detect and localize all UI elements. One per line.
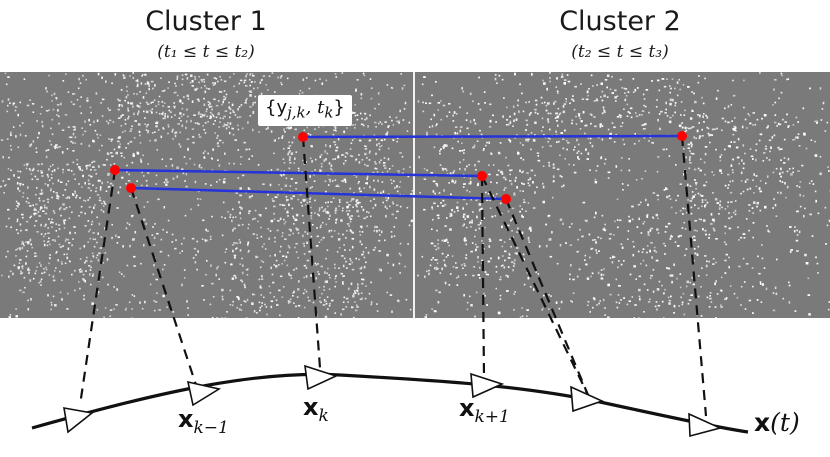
pose-label-main: x [178,405,194,433]
pose-triangle-6 [688,412,723,438]
projection-line-2 [129,187,198,386]
observation-brace-close: } [333,97,345,118]
observation-label: {yj,k, tk} [258,95,352,126]
cluster-2-title: Cluster 2 [559,6,681,37]
trajectory-label-main: x [754,408,771,437]
pose-label-sub: k [318,405,329,426]
match-line-2 [114,168,483,178]
projection-line-7 [680,135,708,417]
pose-label-k-minus-1: xk−1 [178,405,229,438]
pose-triangle-2 [186,380,222,407]
pose-label-main: x [303,393,319,421]
observation-mid: , t [305,97,325,118]
projection-line-6 [504,198,590,396]
trajectory-curve [31,372,749,434]
observation-sub: j,k [287,103,306,122]
projection-line-4 [480,175,486,378]
observation-brace-open: {y [265,97,288,118]
event-pixels-cluster-1 [0,72,414,318]
pose-label-k-plus-1: xk+1 [459,394,510,427]
cluster-1-range: (t₁ ≤ t ≤ t₂) [157,42,255,62]
trajectory-label: x(t) [754,408,800,437]
feature-point-3 [298,132,308,142]
feature-point-6 [677,131,687,141]
projection-line-3 [301,136,322,369]
match-line-1 [302,134,683,139]
feature-point-1 [110,165,120,175]
match-line-3 [130,186,507,201]
feature-point-5 [501,194,511,204]
pose-triangle-5 [570,385,605,413]
projection-line-5 [481,175,589,396]
projection-line-1 [78,169,117,406]
feature-point-4 [477,171,487,181]
pose-label-k: xk [303,393,329,426]
pose-triangle-1 [63,407,94,434]
feature-point-2 [126,183,136,193]
pose-triangle-4 [470,372,505,399]
cluster-1-title: Cluster 1 [145,6,267,37]
observation-sub2: k [324,103,334,122]
event-pixels-cluster-2 [417,72,830,318]
cluster-2-range: (t₂ ≤ t ≤ t₃) [571,42,669,62]
pose-label-sub: k+1 [474,406,510,427]
pose-label-sub: k−1 [193,417,229,438]
trajectory-label-rest: (t) [770,408,800,437]
event-image-cluster-2 [415,72,830,318]
pose-label-main: x [459,394,475,422]
pose-triangle-3 [304,364,339,391]
